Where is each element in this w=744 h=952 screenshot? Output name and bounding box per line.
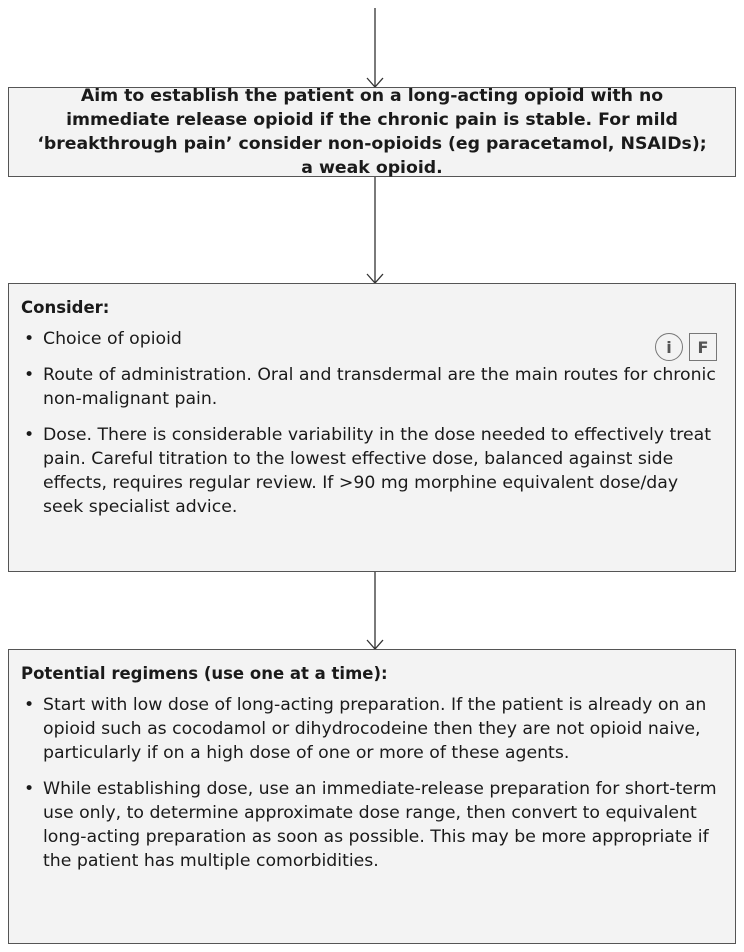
list-item: • Start with low dose of long-acting prep… (21, 693, 719, 765)
list-item-text: Choice of opioid (43, 329, 182, 349)
list-item: • Dose. There is considerable variability… (21, 423, 719, 519)
regimens-list: • Start with low dose of long-acting prep… (21, 693, 719, 873)
aim-box: Aim to establish the patient on a long-a… (8, 86, 736, 178)
arrow-aim-to-consider (366, 177, 384, 284)
list-item-text: Route of administration. Oral and transd… (43, 365, 716, 409)
regimens-box: Potential regimens (use one at a time): … (8, 649, 736, 944)
bullet-icon: • (24, 365, 35, 385)
list-item: • Choice of opioid (21, 327, 719, 351)
bullet-icon: • (24, 425, 35, 445)
list-item: • While establishing dose, use an immedia… (21, 777, 719, 873)
consider-box: Consider: • Choice of opioid • Route of ad… (8, 283, 736, 572)
bullet-icon: • (24, 779, 35, 799)
regimens-heading: Potential regimens (use one at a time): (21, 664, 388, 683)
list-item-text: Dose. There is considerable variability … (43, 425, 712, 517)
consider-list: • Choice of opioid • Route of administrati… (21, 327, 719, 519)
resource-icons: i F (655, 333, 717, 361)
bullet-icon: • (24, 695, 35, 715)
list-item-text: Start with low dose of long-acting prepa… (43, 695, 707, 763)
info-icon[interactable]: i (655, 333, 683, 361)
consider-heading: Consider: (21, 298, 110, 317)
bullet-icon: • (24, 329, 35, 349)
list-item: • Route of administration. Oral and trans… (21, 363, 719, 411)
arrow-top-to-aim (366, 8, 384, 88)
list-item-text: While establishing dose, use an immediat… (43, 779, 717, 871)
arrow-consider-to-regimens (366, 572, 384, 650)
aim-text: Aim to establish the patient on a long-a… (37, 86, 707, 178)
formulary-icon[interactable]: F (689, 333, 717, 361)
